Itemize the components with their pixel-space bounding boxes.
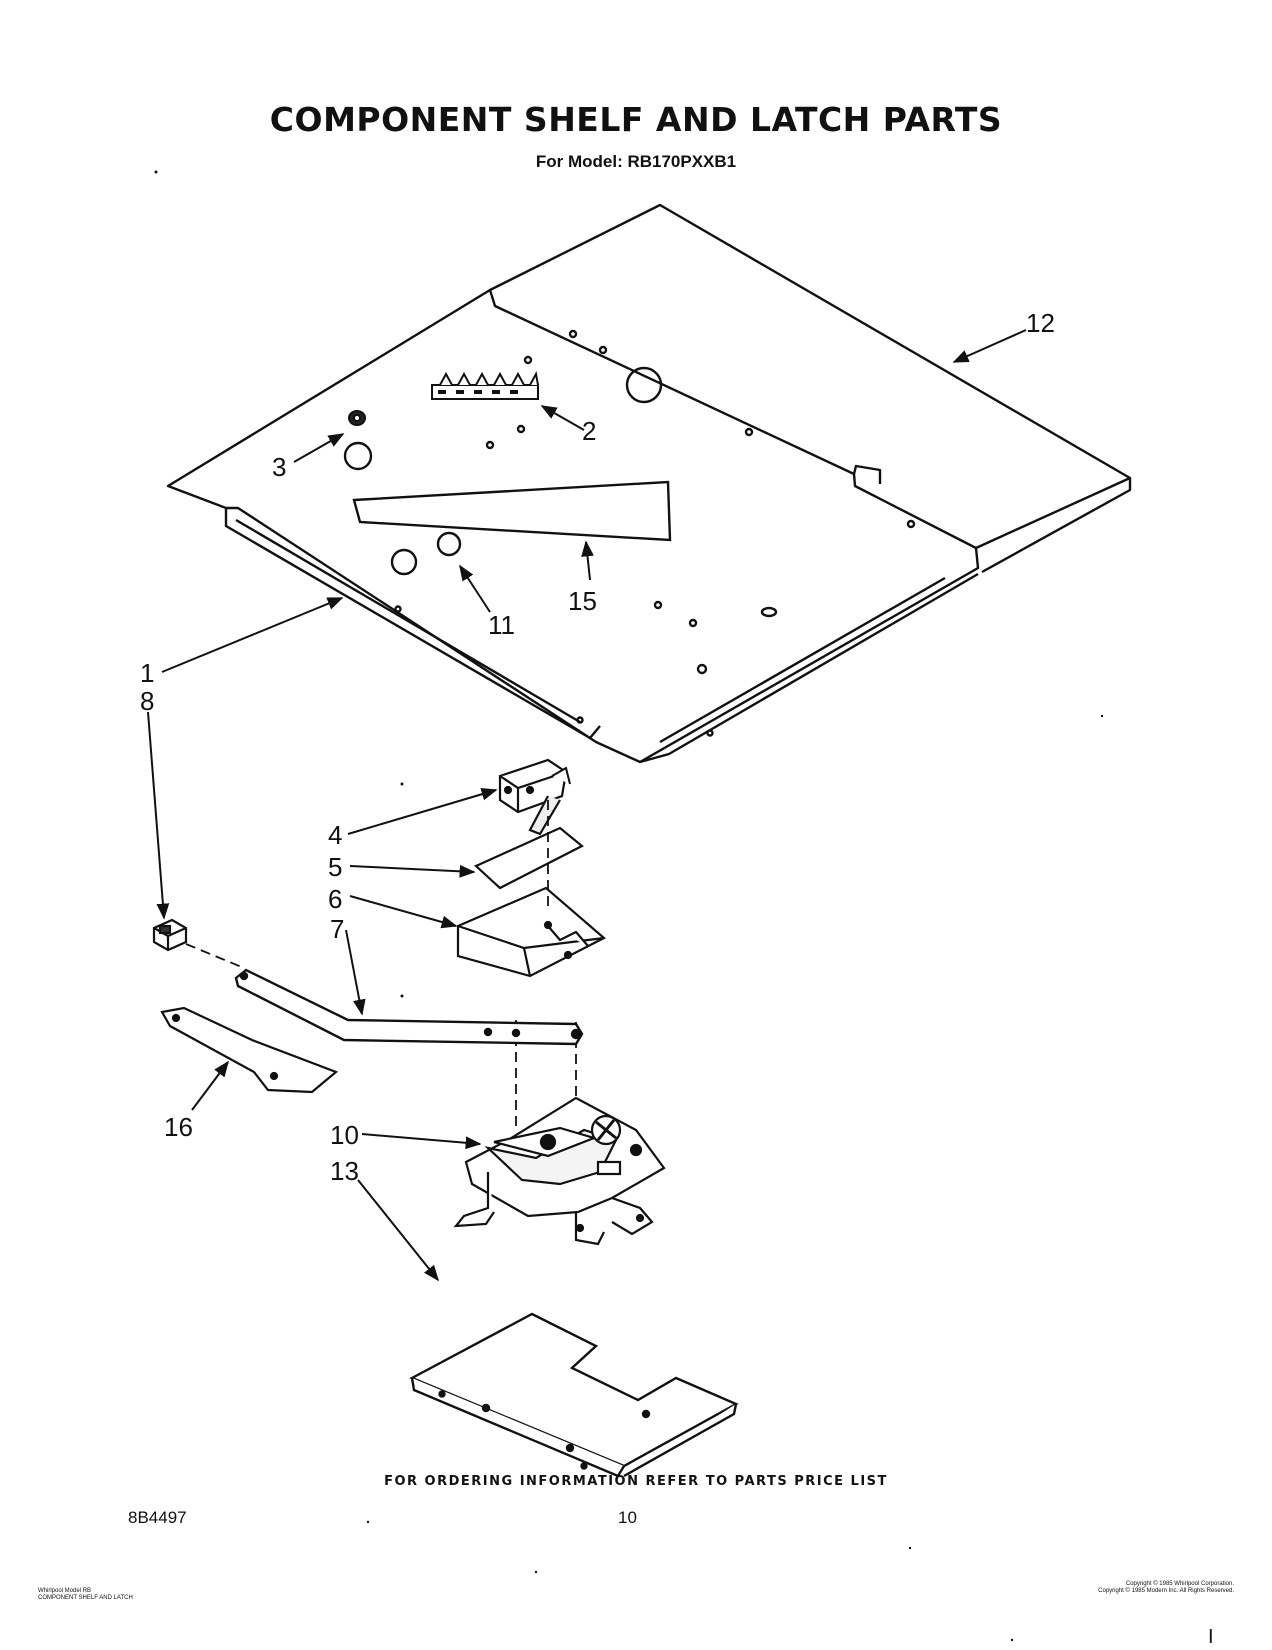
callout-4: 4 — [328, 820, 342, 850]
callout-16: 16 — [164, 1112, 193, 1142]
corner-mark: I — [1208, 1626, 1214, 1648]
callout-7: 7 — [330, 914, 344, 944]
latch-guide-plate — [160, 1006, 339, 1094]
insulation-strip — [352, 480, 672, 542]
callout-10: 10 — [330, 1120, 359, 1150]
terminal-block — [431, 371, 539, 400]
copyright-line2: Copyright © 1985 Modern Inc. All Rights … — [1098, 1588, 1234, 1594]
callout-6: 6 — [328, 884, 342, 914]
copyright-notice: Copyright © 1985 Whirlpool Corporation. … — [1098, 1581, 1234, 1595]
latch-switch — [498, 758, 571, 836]
small-print-left-line2: COMPONENT SHELF AND LATCH — [38, 1595, 133, 1601]
switch-bracket — [456, 886, 606, 978]
leader-lines — [147, 329, 1027, 1282]
scan-specks — [154, 170, 1104, 1642]
page-title: COMPONENT SHELF AND LATCH PARTS — [269, 100, 1003, 139]
small-print-left: Whirlpool Model RB COMPONENT SHELF AND L… — [38, 1588, 133, 1602]
callout-15: 15 — [568, 586, 597, 616]
latch-mechanism — [453, 1096, 666, 1246]
callout-11: 13 — [330, 1156, 359, 1186]
cover-plate — [409, 1312, 739, 1478]
callout-1: 1 — [140, 658, 154, 688]
small-print-left-line1: Whirlpool Model RB — [38, 1588, 92, 1594]
grommet — [348, 410, 366, 426]
latch-arm — [234, 968, 584, 1046]
callout-13: 12 — [1026, 308, 1055, 338]
callout-8: 8 — [140, 686, 154, 716]
page-number: 10 — [618, 1508, 637, 1527]
switch-insulator — [474, 826, 584, 890]
callout-3: 3 — [272, 452, 286, 482]
document-number: 8B4497 — [128, 1508, 187, 1527]
ordering-note: FOR ORDERING INFORMATION REFER TO PARTS … — [384, 1474, 888, 1489]
copyright-line1: Copyright © 1985 Whirlpool Corporation. — [1125, 1581, 1234, 1587]
callout-5: 5 — [328, 852, 342, 882]
callout-2: 2 — [582, 416, 596, 446]
latch-knob — [152, 918, 188, 952]
callout-12: 11 — [488, 610, 515, 640]
model-subtitle: For Model: RB170PXXB1 — [535, 152, 737, 171]
